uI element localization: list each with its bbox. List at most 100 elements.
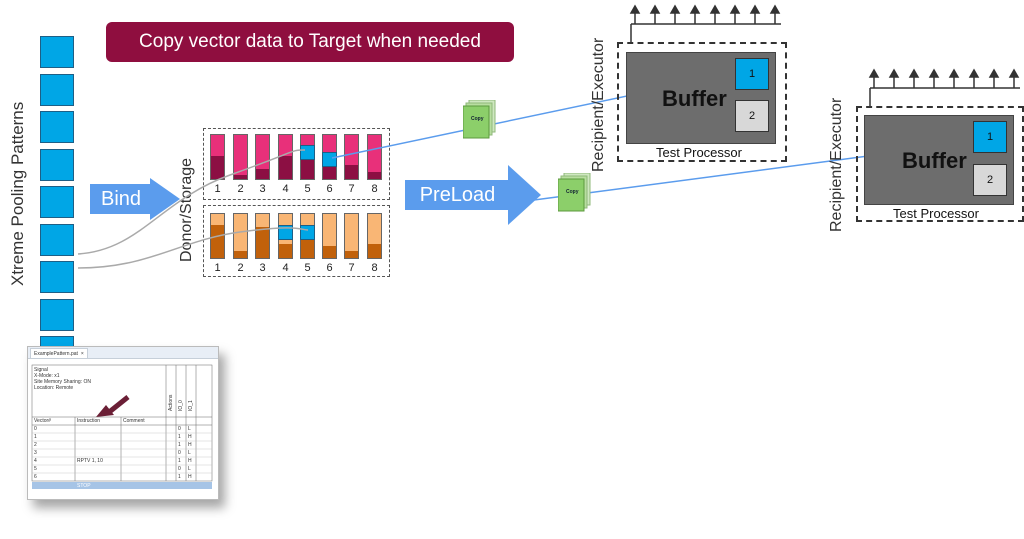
io1-cell: H [188,434,192,440]
pattern-square [40,111,74,143]
copy-document-2: Copy [557,172,591,212]
storage-top-number: 8 [371,183,378,195]
io0-col-header: IO_0 [178,400,184,411]
buffer-slot-1: 1 [735,58,769,90]
storage-bar-top [255,134,270,180]
io0-cell: 1 [178,442,181,448]
selected-vector-block [278,225,293,240]
buffer-slot-2: 2 [735,100,769,132]
storage-bottom-number: 3 [259,262,266,274]
pattern-square [40,186,74,218]
vector-number: 6 [34,474,37,480]
bind-curve-top [77,149,306,255]
instruction-cell: RPTV 1, 10 [77,458,103,464]
storage-bar-bottom [255,213,270,259]
io1-cell: H [188,442,192,448]
storage-top-number: 7 [348,183,355,195]
storage-top-group [203,128,390,200]
editor-tab[interactable]: ExamplePattern.pat × [30,348,88,359]
test-processor-label-2: Test Processor [893,206,979,221]
buffer-slot-3: 1 [973,121,1007,153]
pattern-square [40,223,74,256]
editor-footer: STOP [32,482,212,489]
storage-bar-bottom [344,213,359,259]
storage-bottom-number: 5 [304,262,311,274]
xmode-value: X-Mode: x1 [34,373,60,379]
io1-cell: L [188,466,191,472]
test-processor-2 [856,106,1024,222]
io1-cell: H [188,474,192,480]
storage-bar-bottom [367,213,382,259]
comment-col-header: Comment [123,418,145,424]
copy-label-1: Copy [471,116,484,122]
buffer-label-1: Buffer [662,86,727,111]
actions-col-header: Actions [168,394,174,411]
io1-cell: L [188,450,191,456]
storage-bar-top [233,134,248,180]
io0-cell: 0 [178,450,181,456]
buffer-label-2: Buffer [902,148,967,173]
vector-number: 1 [34,434,37,440]
vector-number: 2 [34,442,37,448]
storage-bar-top [344,134,359,180]
io1-col-header: IO_1 [188,400,194,411]
storage-bottom-number: 8 [371,262,378,274]
vector-number: 0 [34,426,37,432]
bind-arrow: Bind [90,178,180,220]
bind-curve-bottom [77,227,309,269]
pattern-square [40,73,74,106]
preload-arrow: PreLoad [405,165,541,225]
pattern-square [40,298,74,331]
io0-cell: 1 [178,458,181,464]
io1-cell: L [188,426,191,432]
vector-col-header: Vector# [34,418,51,424]
storage-bottom-group [203,205,390,277]
close-icon[interactable]: × [80,350,84,357]
storage-bar-bottom [233,213,248,259]
storage-bottom-number: 4 [282,262,289,274]
signal-title: Signal [34,367,48,373]
io0-cell: 1 [178,434,181,440]
selected-vector-block [322,152,337,167]
storage-bottom-number: 7 [348,262,355,274]
io0-cell: 0 [178,426,181,432]
storage-bottom-number: 2 [237,262,244,274]
bind-label: Bind [90,184,152,214]
copy-label-2: Copy [566,189,579,195]
storage-bar-bottom [322,213,337,259]
vector-number: 3 [34,450,37,456]
pattern-square [40,36,74,68]
processor1-output-arrows [629,4,781,44]
storage-top-number: 6 [326,183,333,195]
test-processor-1 [617,42,787,162]
copy-banner: Copy vector data to Target when needed [106,22,514,62]
io1-cell: H [188,458,192,464]
stop-label: STOP [77,483,91,489]
storage-bottom-number: 6 [326,262,333,274]
sharing-value: Site Memory Sharing: ON [34,379,91,385]
pattern-square [40,261,74,293]
io0-cell: 0 [178,466,181,472]
test-processor-label-1: Test Processor [656,145,742,160]
editor-grid [31,364,213,482]
signal-info: Signal X-Mode: x1 Site Memory Sharing: O… [34,367,91,391]
vector-number: 4 [34,458,37,464]
buffer-slot-4: 2 [973,164,1007,196]
recipient-executor-label-1: Recipient/Executor [590,37,607,172]
recipient-executor-label-2: Recipient/Executor [828,97,845,232]
preload-label: PreLoad [405,180,510,210]
copy-document-1: Copy [462,99,496,139]
editor-tab-label: ExamplePattern.pat [34,350,78,357]
instruction-col-header: Instruction [77,418,101,424]
storage-top-number: 5 [304,183,311,195]
storage-top-number: 1 [214,183,221,195]
selected-vector-block [300,145,315,160]
vector-number: 5 [34,466,37,472]
processor2-output-arrows [868,68,1020,108]
storage-top-number: 3 [259,183,266,195]
location-value: Location: Remote [34,385,74,391]
storage-bar-top [367,134,382,180]
storage-top-number: 4 [282,183,289,195]
storage-top-number: 2 [237,183,244,195]
